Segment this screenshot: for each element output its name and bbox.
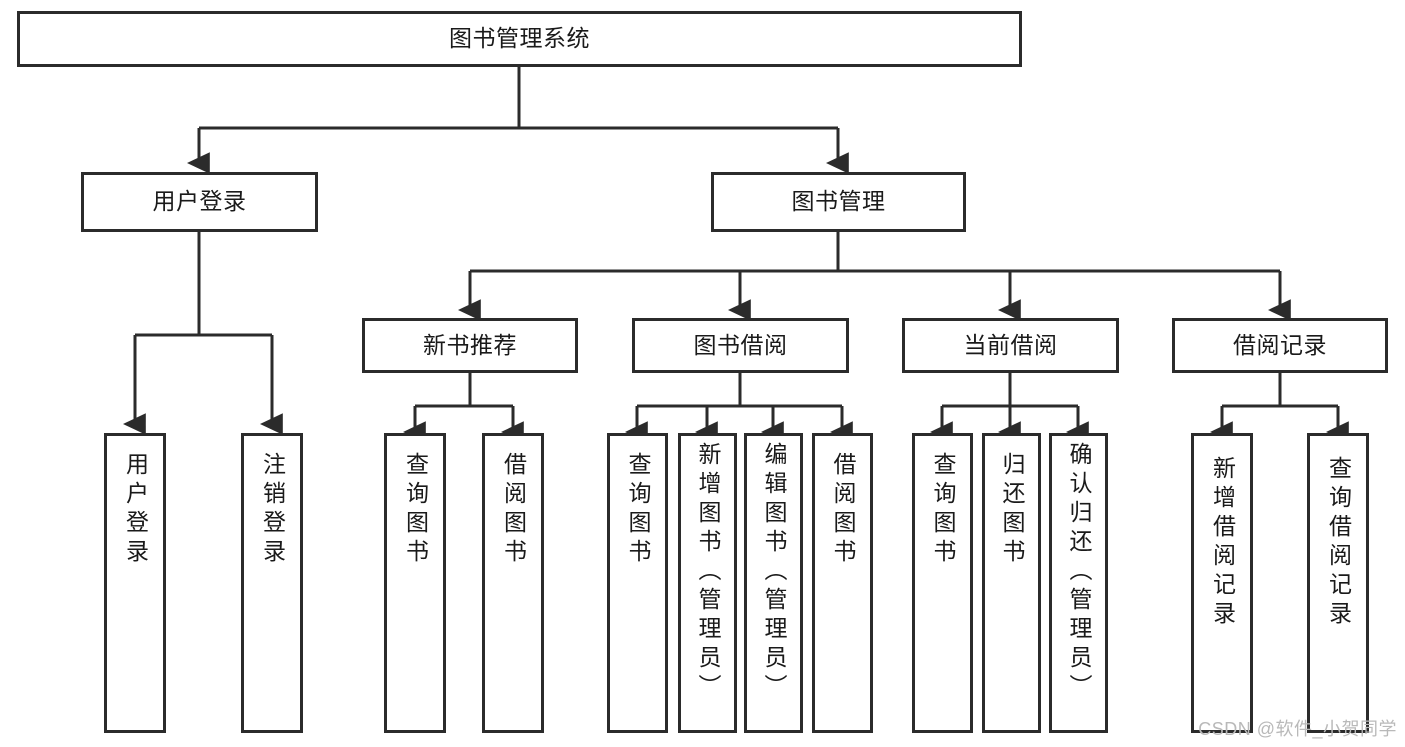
node-label: 查询借阅记录 — [1325, 456, 1352, 630]
leaf-current-borrow-return-book[interactable]: 归还图书 — [982, 433, 1041, 733]
node-label: 查询图书 — [930, 452, 956, 568]
leaf-user-login-login[interactable]: 用户登录 — [104, 433, 166, 733]
node-label: 注销登录 — [259, 452, 286, 568]
node-book-management-system[interactable]: 图书管理系统 — [17, 11, 1022, 67]
node-label: 借阅图书 — [830, 452, 856, 568]
node-book-management[interactable]: 图书管理 — [711, 172, 966, 232]
node-label: 新书推荐 — [423, 331, 517, 358]
node-user-login[interactable]: 用户登录 — [81, 172, 318, 232]
leaf-borrow-record-query-record[interactable]: 查询借阅记录 — [1307, 433, 1369, 733]
leaf-book-borrow-edit-book-admin[interactable]: 编辑图书（管理员） — [744, 433, 803, 733]
node-label: 查询图书 — [402, 452, 429, 568]
leaf-book-borrow-add-book-admin[interactable]: 新增图书（管理员） — [678, 433, 737, 733]
leaf-user-login-logout[interactable]: 注销登录 — [241, 433, 303, 733]
node-label: 图书管理系统 — [449, 25, 590, 52]
leaf-current-borrow-query-book[interactable]: 查询图书 — [912, 433, 973, 733]
leaf-new-book-query-book[interactable]: 查询图书 — [384, 433, 446, 733]
node-label: 借阅图书 — [500, 452, 527, 568]
leaf-borrow-record-add-record[interactable]: 新增借阅记录 — [1191, 433, 1253, 733]
node-label: 图书借阅 — [693, 331, 788, 358]
node-label: 查询图书 — [625, 452, 651, 568]
node-borrow-record[interactable]: 借阅记录 — [1172, 318, 1388, 373]
node-book-borrow[interactable]: 图书借阅 — [632, 318, 849, 373]
node-label: 新增借阅记录 — [1209, 456, 1236, 630]
leaf-new-book-borrow-book[interactable]: 借阅图书 — [482, 433, 544, 733]
watermark-text: CSDN @软件_小贺同学 — [1198, 719, 1397, 739]
node-label: 当前借阅 — [963, 331, 1058, 358]
node-current-borrow[interactable]: 当前借阅 — [902, 318, 1119, 373]
leaf-book-borrow-query-book[interactable]: 查询图书 — [607, 433, 668, 733]
node-label: 图书管理 — [791, 188, 886, 215]
node-label: 新增图书（管理员） — [695, 442, 721, 703]
node-label: 借阅记录 — [1233, 331, 1327, 358]
node-label: 编辑图书（管理员） — [761, 442, 787, 703]
node-label: 用户登录 — [122, 452, 149, 568]
node-label: 确认归还（管理员） — [1066, 442, 1092, 703]
node-new-book-recommend[interactable]: 新书推荐 — [362, 318, 578, 373]
node-label: 用户登录 — [152, 188, 247, 215]
leaf-current-borrow-confirm-return-admin[interactable]: 确认归还（管理员） — [1049, 433, 1108, 733]
node-label: 归还图书 — [999, 452, 1025, 568]
leaf-book-borrow-borrow-book[interactable]: 借阅图书 — [812, 433, 873, 733]
